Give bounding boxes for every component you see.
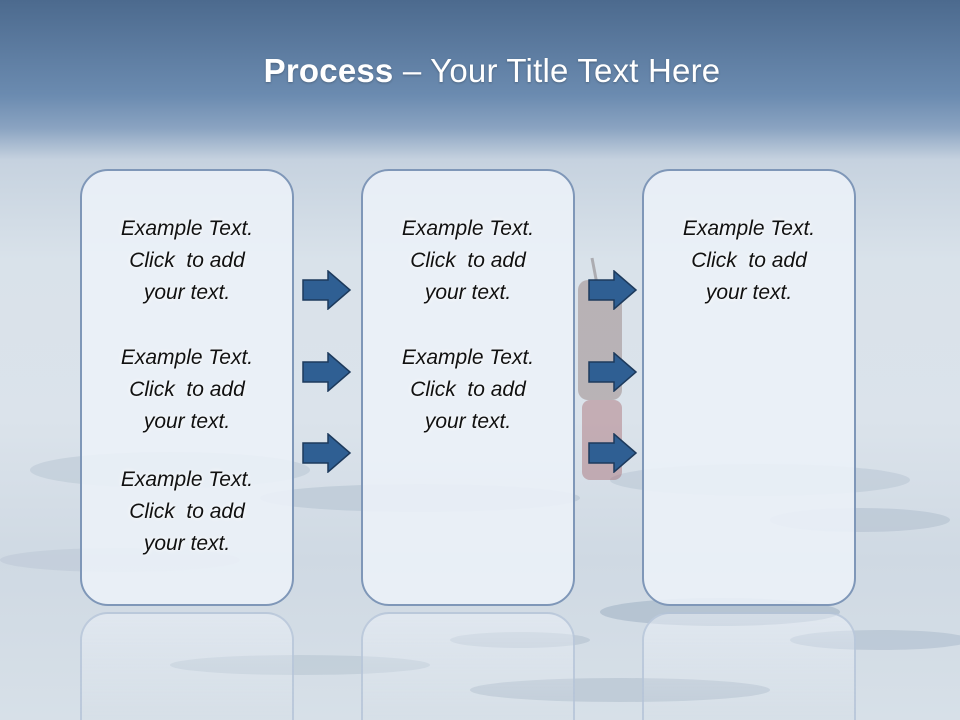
title-rest-text: – Your Title Text Here bbox=[393, 52, 721, 89]
text-line: Click to add bbox=[129, 249, 245, 272]
text-line: Example Text. bbox=[120, 346, 254, 369]
text-line: Click to add bbox=[691, 249, 807, 272]
right-arrow-icon[interactable] bbox=[302, 433, 352, 473]
text-placeholder[interactable]: Example Text. Click to add your text. bbox=[82, 464, 292, 560]
text-line: Example Text. bbox=[401, 217, 535, 240]
text-line: Example Text. bbox=[120, 468, 254, 491]
right-arrow-icon[interactable] bbox=[302, 352, 352, 392]
text-placeholder[interactable]: Example Text. Click to add your text. bbox=[644, 213, 854, 309]
text-line: your text. bbox=[143, 532, 231, 555]
text-line: Example Text. bbox=[401, 346, 535, 369]
text-line: your text. bbox=[705, 281, 793, 304]
card-reflection-1 bbox=[80, 612, 294, 720]
text-line: your text. bbox=[424, 281, 512, 304]
text-line: Click to add bbox=[129, 500, 245, 523]
text-line: Example Text. bbox=[120, 217, 254, 240]
right-arrow-icon[interactable] bbox=[588, 270, 638, 310]
process-box-2[interactable]: Example Text. Click to add your text. Ex… bbox=[361, 169, 575, 606]
text-line: your text. bbox=[143, 281, 231, 304]
right-arrow-icon[interactable] bbox=[302, 270, 352, 310]
right-arrow-icon[interactable] bbox=[588, 433, 638, 473]
card-reflection-3 bbox=[642, 612, 856, 720]
card-reflection-2 bbox=[361, 612, 575, 720]
text-line: Click to add bbox=[410, 378, 526, 401]
text-line: Click to add bbox=[129, 378, 245, 401]
text-placeholder[interactable]: Example Text. Click to add your text. bbox=[363, 342, 573, 438]
slide-title[interactable]: Process – Your Title Text Here bbox=[0, 52, 960, 90]
text-placeholder[interactable]: Example Text. Click to add your text. bbox=[82, 342, 292, 438]
text-line: Example Text. bbox=[682, 217, 816, 240]
text-line: your text. bbox=[143, 410, 231, 433]
text-placeholder[interactable]: Example Text. Click to add your text. bbox=[363, 213, 573, 309]
process-box-3[interactable]: Example Text. Click to add your text. bbox=[642, 169, 856, 606]
text-line: Click to add bbox=[410, 249, 526, 272]
right-arrow-icon[interactable] bbox=[588, 352, 638, 392]
text-line: your text. bbox=[424, 410, 512, 433]
process-box-1[interactable]: Example Text. Click to add your text. Ex… bbox=[80, 169, 294, 606]
text-placeholder[interactable]: Example Text. Click to add your text. bbox=[82, 213, 292, 309]
title-bold-text: Process bbox=[263, 52, 394, 89]
